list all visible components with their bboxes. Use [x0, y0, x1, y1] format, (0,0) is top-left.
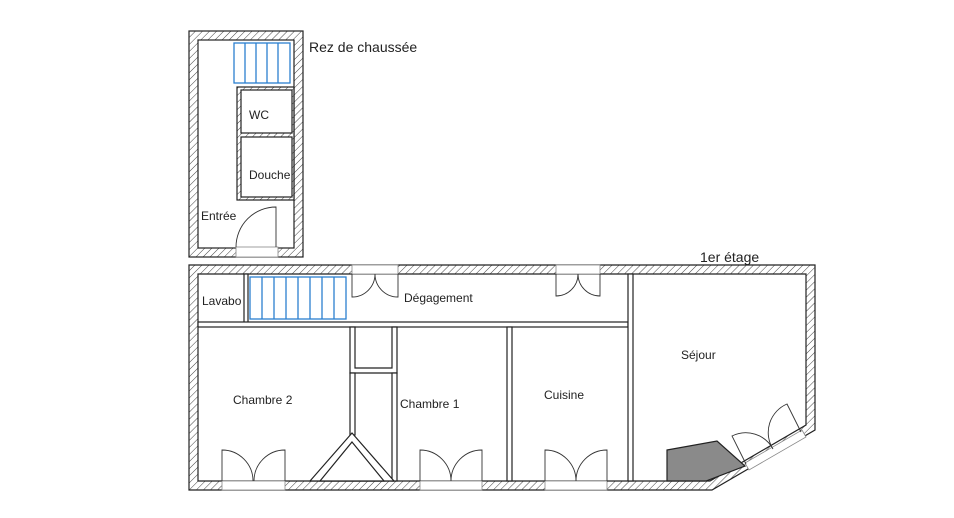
- ground-floor-title: Rez de chaussée: [309, 39, 417, 55]
- corridor-wall: [197, 321, 629, 328]
- entrance-door[interactable]: [235, 206, 279, 258]
- door-chambre2[interactable]: [221, 449, 286, 491]
- door-cuisine[interactable]: [544, 449, 608, 491]
- door-sejour[interactable]: [731, 403, 807, 471]
- first-floor-title: 1er étage: [700, 249, 759, 265]
- door-chambre1[interactable]: [419, 449, 483, 491]
- room-wc[interactable]: [240, 89, 293, 134]
- sejour-wall: [627, 273, 634, 482]
- label-chambre1: Chambre 1: [400, 397, 460, 411]
- first-stairs[interactable]: [249, 276, 347, 320]
- ground-stairs[interactable]: [233, 42, 291, 84]
- notch-wall: [349, 326, 398, 374]
- door-degagement-left[interactable]: [351, 264, 399, 298]
- label-degagement: Dégagement: [404, 291, 473, 305]
- label-cuisine: Cuisine: [544, 388, 584, 402]
- label-sejour: Séjour: [681, 348, 716, 362]
- cuisine-wall: [506, 326, 513, 482]
- lavabo-wall: [243, 273, 249, 325]
- first-floor: Lavabo Dégagement Chambre 2 Chambre 1 Cu…: [188, 249, 816, 491]
- label-chambre2: Chambre 2: [233, 393, 293, 407]
- door-degagement-right[interactable]: [555, 264, 601, 297]
- closet-fill: [666, 440, 747, 482]
- label-entree: Entrée: [201, 209, 237, 223]
- label-lavabo: Lavabo: [202, 294, 242, 308]
- label-douche: Douche: [249, 168, 291, 182]
- label-wc: WC: [249, 108, 269, 122]
- chambre1-wall: [391, 372, 398, 482]
- room-douche[interactable]: [240, 136, 293, 198]
- ground-floor: WC Douche Entrée Rez de chaussée: [188, 30, 417, 258]
- chambre2-wall: [349, 372, 356, 436]
